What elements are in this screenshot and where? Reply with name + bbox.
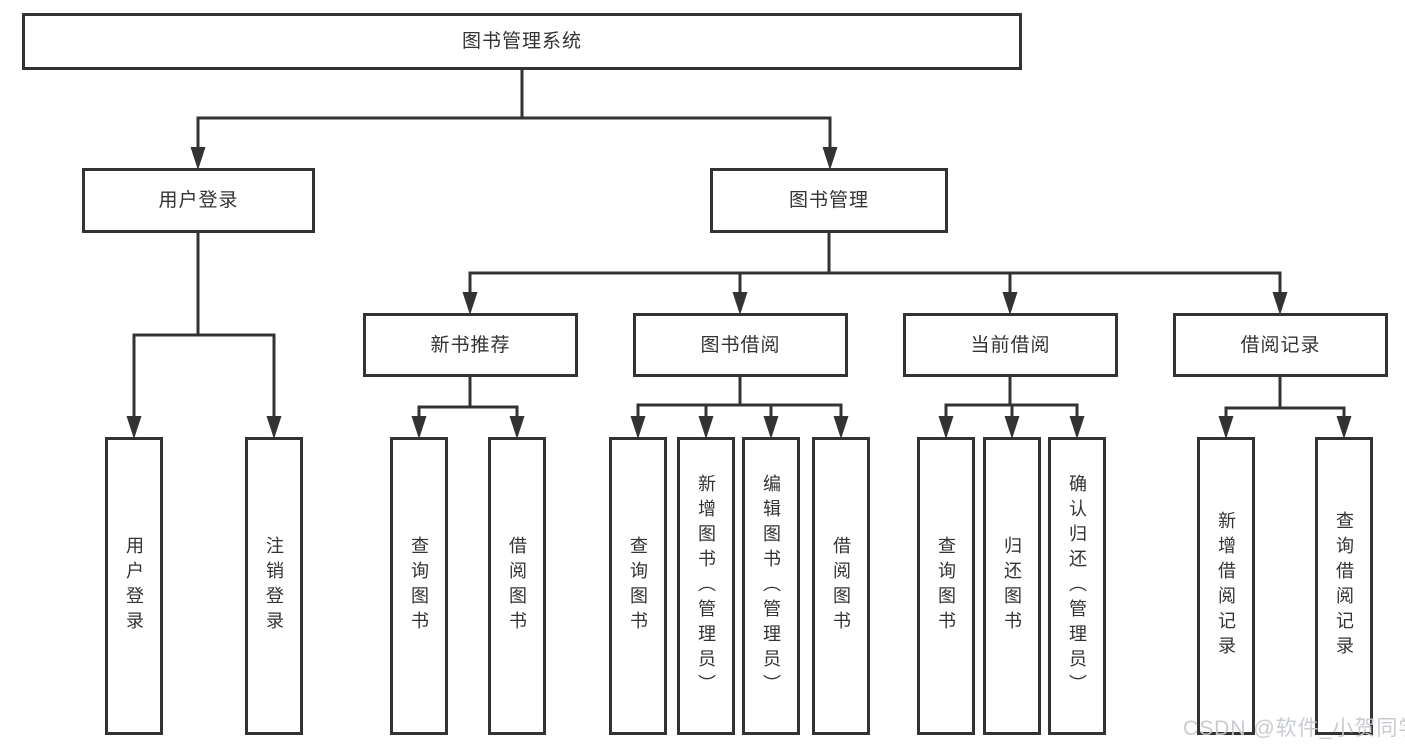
arrow-icon bbox=[938, 416, 954, 439]
leaf-confirm-return-admin: 确认归还（管理员） bbox=[1048, 437, 1106, 735]
leaf-borrow-books-borrowing: 借阅图书 bbox=[812, 437, 870, 735]
arrow-icon bbox=[822, 147, 838, 170]
leaf-edit-books-admin: 编辑图书（管理员） bbox=[742, 437, 800, 735]
arrow-icon bbox=[266, 416, 282, 439]
leaf-user-login: 用户登录 bbox=[105, 437, 163, 735]
node-root-library-system: 图书管理系统 bbox=[22, 13, 1022, 70]
connector-root-to-level2 bbox=[196, 68, 832, 152]
leaf-borrow-books-newbooks: 借阅图书 bbox=[488, 437, 546, 735]
connector-mgmt-to-level3 bbox=[468, 231, 1282, 297]
arrow-icon bbox=[1272, 292, 1288, 315]
connector-current-to-leaves bbox=[944, 375, 1079, 422]
arrow-icon bbox=[1218, 416, 1234, 439]
arrow-icon bbox=[1336, 416, 1352, 439]
leaf-query-books-borrowing: 查询图书 bbox=[609, 437, 667, 735]
node-current-borrowing: 当前借阅 bbox=[903, 313, 1118, 377]
arrow-icon bbox=[1069, 416, 1085, 439]
leaf-query-borrow-record: 查询借阅记录 bbox=[1315, 437, 1373, 735]
arrow-icon bbox=[190, 147, 206, 170]
leaf-add-books-admin: 新增图书（管理员） bbox=[677, 437, 735, 735]
arrow-icon bbox=[1004, 416, 1020, 439]
arrow-icon bbox=[1002, 292, 1018, 315]
leaf-query-books-newbooks: 查询图书 bbox=[390, 437, 448, 735]
connector-records-to-leaves bbox=[1224, 375, 1346, 422]
connector-newbooks-to-leaves bbox=[417, 375, 519, 422]
csdn-watermark: CSDN @软件_小贺同学 bbox=[1183, 717, 1405, 740]
arrow-icon bbox=[833, 416, 849, 439]
node-user-login: 用户登录 bbox=[82, 168, 315, 233]
node-borrowing-records: 借阅记录 bbox=[1173, 313, 1388, 377]
arrow-icon bbox=[763, 416, 779, 439]
arrow-icon bbox=[462, 292, 478, 315]
node-book-borrowing: 图书借阅 bbox=[633, 313, 848, 377]
leaf-query-books-current: 查询图书 bbox=[917, 437, 975, 735]
leaf-add-borrow-record: 新增借阅记录 bbox=[1197, 437, 1255, 735]
arrow-icon bbox=[509, 416, 525, 439]
arrow-icon bbox=[126, 416, 142, 439]
leaf-logout: 注销登录 bbox=[245, 437, 303, 735]
arrow-icon bbox=[732, 292, 748, 315]
arrow-icon bbox=[630, 416, 646, 439]
node-new-book-recommendation: 新书推荐 bbox=[363, 313, 578, 377]
node-book-management: 图书管理 bbox=[710, 168, 948, 233]
leaf-return-books: 归还图书 bbox=[983, 437, 1041, 735]
arrow-icon bbox=[698, 416, 714, 439]
arrow-icon bbox=[411, 416, 427, 439]
connector-borrow-to-leaves bbox=[636, 375, 843, 422]
connector-login-to-leaves bbox=[132, 231, 276, 422]
